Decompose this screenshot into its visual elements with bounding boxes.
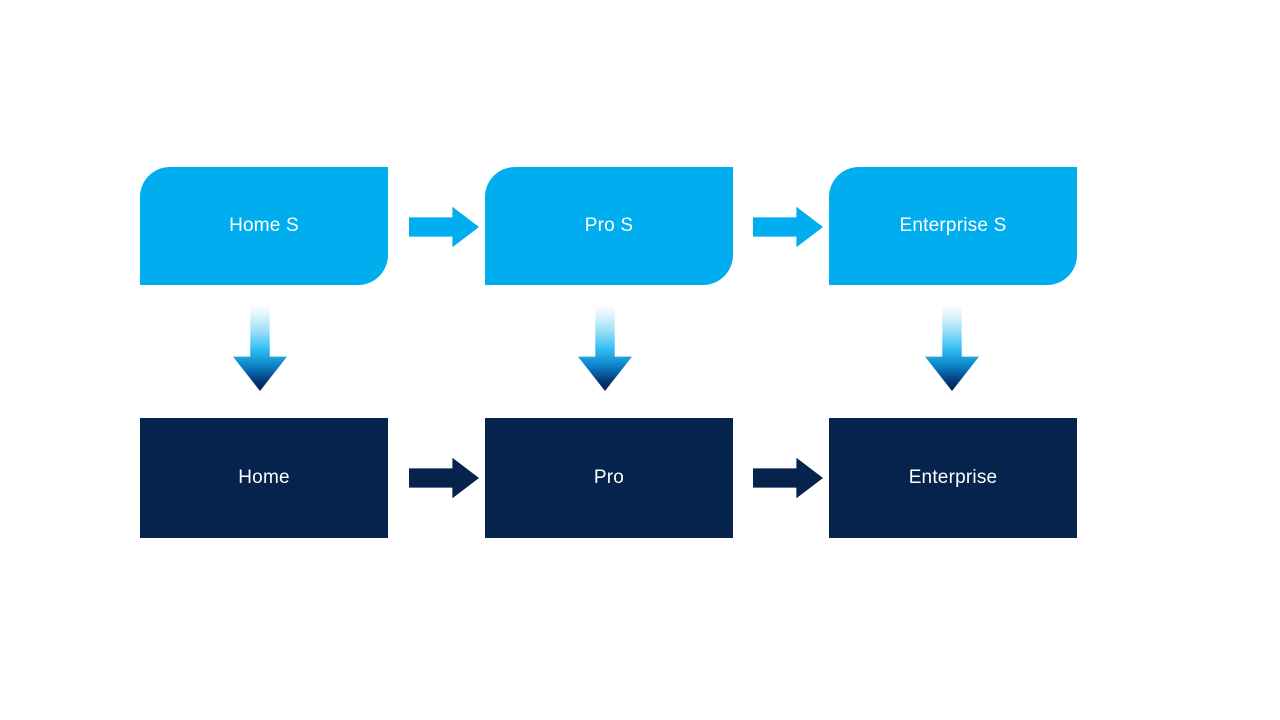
arrow-right-icon-bottom-1 xyxy=(409,457,479,499)
arrow-right-icon-bottom-2 xyxy=(753,457,823,499)
node-home-s[interactable]: Home S xyxy=(140,167,388,285)
node-pro-s[interactable]: Pro S xyxy=(485,167,733,285)
node-home[interactable]: Home xyxy=(140,418,388,538)
node-pro[interactable]: Pro xyxy=(485,418,733,538)
node-home-label: Home xyxy=(238,466,290,488)
node-pro-s-label: Pro S xyxy=(584,214,634,236)
node-enterprise[interactable]: Enterprise xyxy=(829,418,1077,538)
arrow-right-icon-top-2 xyxy=(753,206,823,248)
arrow-down-icon-home xyxy=(233,305,287,391)
arrow-down-icon-enterprise xyxy=(925,305,979,391)
node-pro-label: Pro xyxy=(593,466,625,488)
arrow-right-icon-top-1 xyxy=(409,206,479,248)
node-home-s-label: Home S xyxy=(229,214,299,236)
node-enterprise-s-label: Enterprise S xyxy=(899,214,1007,236)
node-enterprise-label: Enterprise xyxy=(908,466,998,488)
node-enterprise-s[interactable]: Enterprise S xyxy=(829,167,1077,285)
arrow-down-icon-pro xyxy=(578,305,632,391)
